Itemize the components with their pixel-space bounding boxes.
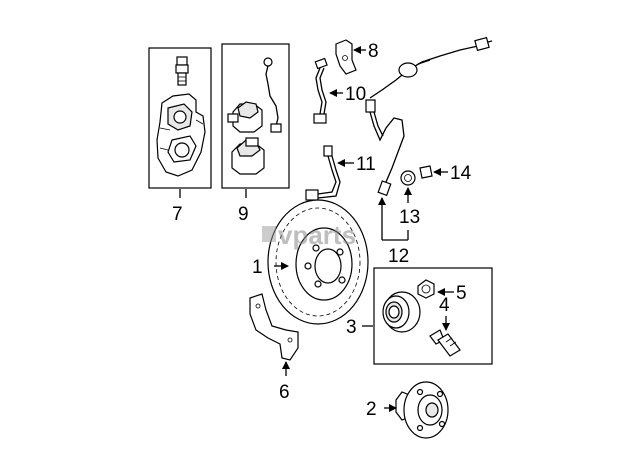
hub-bolt: 4 xyxy=(429,295,461,357)
watermark: vparts xyxy=(262,220,356,250)
callout-9: 9 xyxy=(238,204,249,225)
lower-brake-pad xyxy=(231,137,265,175)
callout-5: 5 xyxy=(456,283,467,304)
lower-brake-hose: 11 xyxy=(305,145,376,201)
upper-brake-pad xyxy=(227,101,263,133)
brake-line-sensor: 12 xyxy=(365,99,409,267)
caliper-group: 7 xyxy=(148,47,212,225)
callout-2: 2 xyxy=(366,399,377,420)
callout-4: 4 xyxy=(439,295,450,316)
upper-brake-hose: 10 xyxy=(313,57,366,124)
callout-12: 12 xyxy=(388,246,409,267)
wear-sensor xyxy=(263,57,282,133)
wheel-hub: 2 xyxy=(366,381,449,439)
wheel-bearing xyxy=(382,291,421,333)
caliper-body xyxy=(156,93,206,177)
callout-7: 7 xyxy=(172,204,183,225)
callout-8: 8 xyxy=(368,41,379,62)
bearing-frame xyxy=(373,267,493,365)
hub-nut: 5 xyxy=(417,279,467,304)
callout-14: 14 xyxy=(450,163,472,184)
bearing-group: 3 xyxy=(346,267,493,365)
callout-13: 13 xyxy=(399,207,420,228)
callout-11: 11 xyxy=(356,154,376,175)
pads-frame xyxy=(221,43,290,189)
splash-shield: 6 xyxy=(249,293,299,403)
brake-pads-group: 9 xyxy=(221,43,290,225)
bleeder-screw xyxy=(175,56,189,86)
abs-sensor-wire xyxy=(369,36,493,99)
brake-rotor: 1 xyxy=(252,199,369,325)
caliper-frame xyxy=(148,47,212,189)
grommet: 13 xyxy=(399,170,420,228)
callout-10: 10 xyxy=(345,84,366,105)
hose-bracket: 8 xyxy=(335,39,379,75)
callout-1: 1 xyxy=(252,257,263,278)
callout-3: 3 xyxy=(346,317,357,338)
callout-6: 6 xyxy=(279,382,290,403)
watermark-text: vparts xyxy=(278,220,356,250)
clip: 14 xyxy=(419,163,472,184)
